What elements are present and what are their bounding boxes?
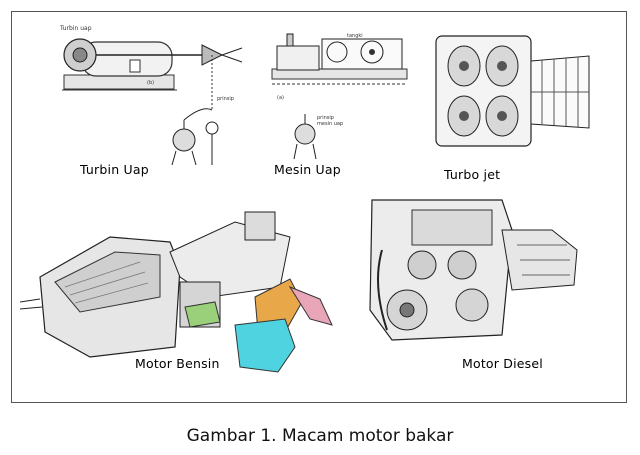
- motor-diesel-illustration: [369, 199, 578, 341]
- svg-text:tangki: tangki: [347, 33, 363, 39]
- label-motor-bensin: Motor Bensin: [135, 356, 220, 371]
- svg-text:prinsip: prinsip: [217, 96, 234, 102]
- svg-text:(a): (a): [277, 95, 284, 101]
- figure-frame: Turbin uap (b) prinsip tangki (a) prinsi…: [11, 11, 627, 403]
- label-mesin-uap: Mesin Uap: [274, 162, 341, 177]
- motor-bensin-illustration: [20, 211, 333, 373]
- figure-caption: Gambar 1. Macam motor bakar: [186, 426, 454, 446]
- svg-text:Turbin uap: Turbin uap: [59, 25, 92, 32]
- label-motor-diesel: Motor Diesel: [462, 356, 543, 371]
- mesin-uap-illustration: tangki (a) prinsip mesin uap: [271, 33, 408, 160]
- turbo-jet-illustration: [435, 35, 590, 147]
- label-turbin-uap: Turbin Uap: [80, 162, 149, 177]
- svg-text:(b): (b): [147, 80, 154, 86]
- turbin-uap-illustration: Turbin uap (b) prinsip: [59, 25, 243, 166]
- svg-text:mesin uap: mesin uap: [317, 121, 343, 127]
- svg-text:prinsip: prinsip: [317, 115, 334, 121]
- label-turbo-jet: Turbo jet: [444, 167, 501, 182]
